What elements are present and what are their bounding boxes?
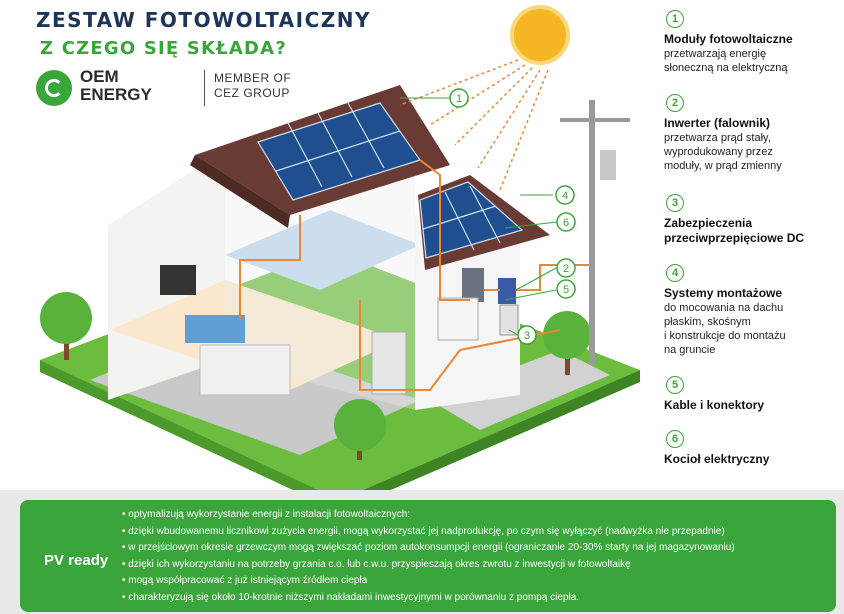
pv-ready-item: dzięki ich wykorzystaniu na potrzeby grz… <box>122 557 735 574</box>
dc-protection-box <box>498 278 516 304</box>
utility-pole-icon <box>560 100 630 365</box>
pv-ready-list: optymalizują wykorzystanie energii z ins… <box>122 507 735 607</box>
svg-text:1: 1 <box>456 93 462 105</box>
logo-brand: OEM ENERGY <box>80 67 152 104</box>
tree-left-icon <box>40 292 92 360</box>
pv-panels-annex <box>419 181 524 259</box>
pv-ready-box: PV ready optymalizują wykorzystanie ener… <box>20 500 836 612</box>
page-subtitle: Z CZEGO SIĘ SKŁADA? <box>40 38 287 59</box>
callout-2: 2 <box>556 258 576 278</box>
callout-5: 5 <box>556 279 576 299</box>
callout-3: 3 <box>517 325 537 345</box>
logo-member-text: MEMBER OF CEZ GROUP <box>214 71 292 100</box>
pv-ready-item: dzięki wbudowanemu licznikowi zużycia en… <box>122 524 735 541</box>
pv-ready-item: mogą współpracować z już istniejącym źró… <box>122 573 735 590</box>
logo-divider <box>204 70 205 106</box>
inverter-device <box>462 268 484 302</box>
fridge <box>371 331 407 395</box>
washing-machine <box>437 297 479 341</box>
logo-mark-icon <box>36 70 72 106</box>
page-title: ZESTAW FOTOWOLTAICZNY <box>36 8 371 32</box>
pv-ready-item: optymalizują wykorzystanie energii z ins… <box>122 507 735 524</box>
callout-4: 4 <box>555 185 575 205</box>
callout-6: 6 <box>556 212 576 232</box>
kitchen-counter <box>199 344 291 396</box>
callout-1: 1 <box>449 88 469 108</box>
interior-floor <box>110 280 400 390</box>
tree-front-icon <box>334 399 386 460</box>
company-logo: OEM ENERGY MEMBER OF CEZ GROUP <box>36 68 296 108</box>
sofa <box>185 315 245 343</box>
svg-text:6: 6 <box>563 217 569 229</box>
pv-ready-label: PV ready <box>44 552 109 569</box>
tv <box>160 265 196 295</box>
sun-icon <box>510 5 570 65</box>
electric-boiler-device <box>499 304 519 336</box>
svg-text:4: 4 <box>562 190 568 202</box>
svg-text:2: 2 <box>563 263 569 275</box>
svg-text:3: 3 <box>524 330 530 342</box>
pv-ready-item: w przejściowym okresie grzewczym mogą zw… <box>122 540 734 557</box>
tree-right-icon <box>543 311 591 375</box>
svg-text:5: 5 <box>563 284 569 296</box>
pv-ready-item: charakteryzują się około 10-krotnie niżs… <box>122 590 735 607</box>
